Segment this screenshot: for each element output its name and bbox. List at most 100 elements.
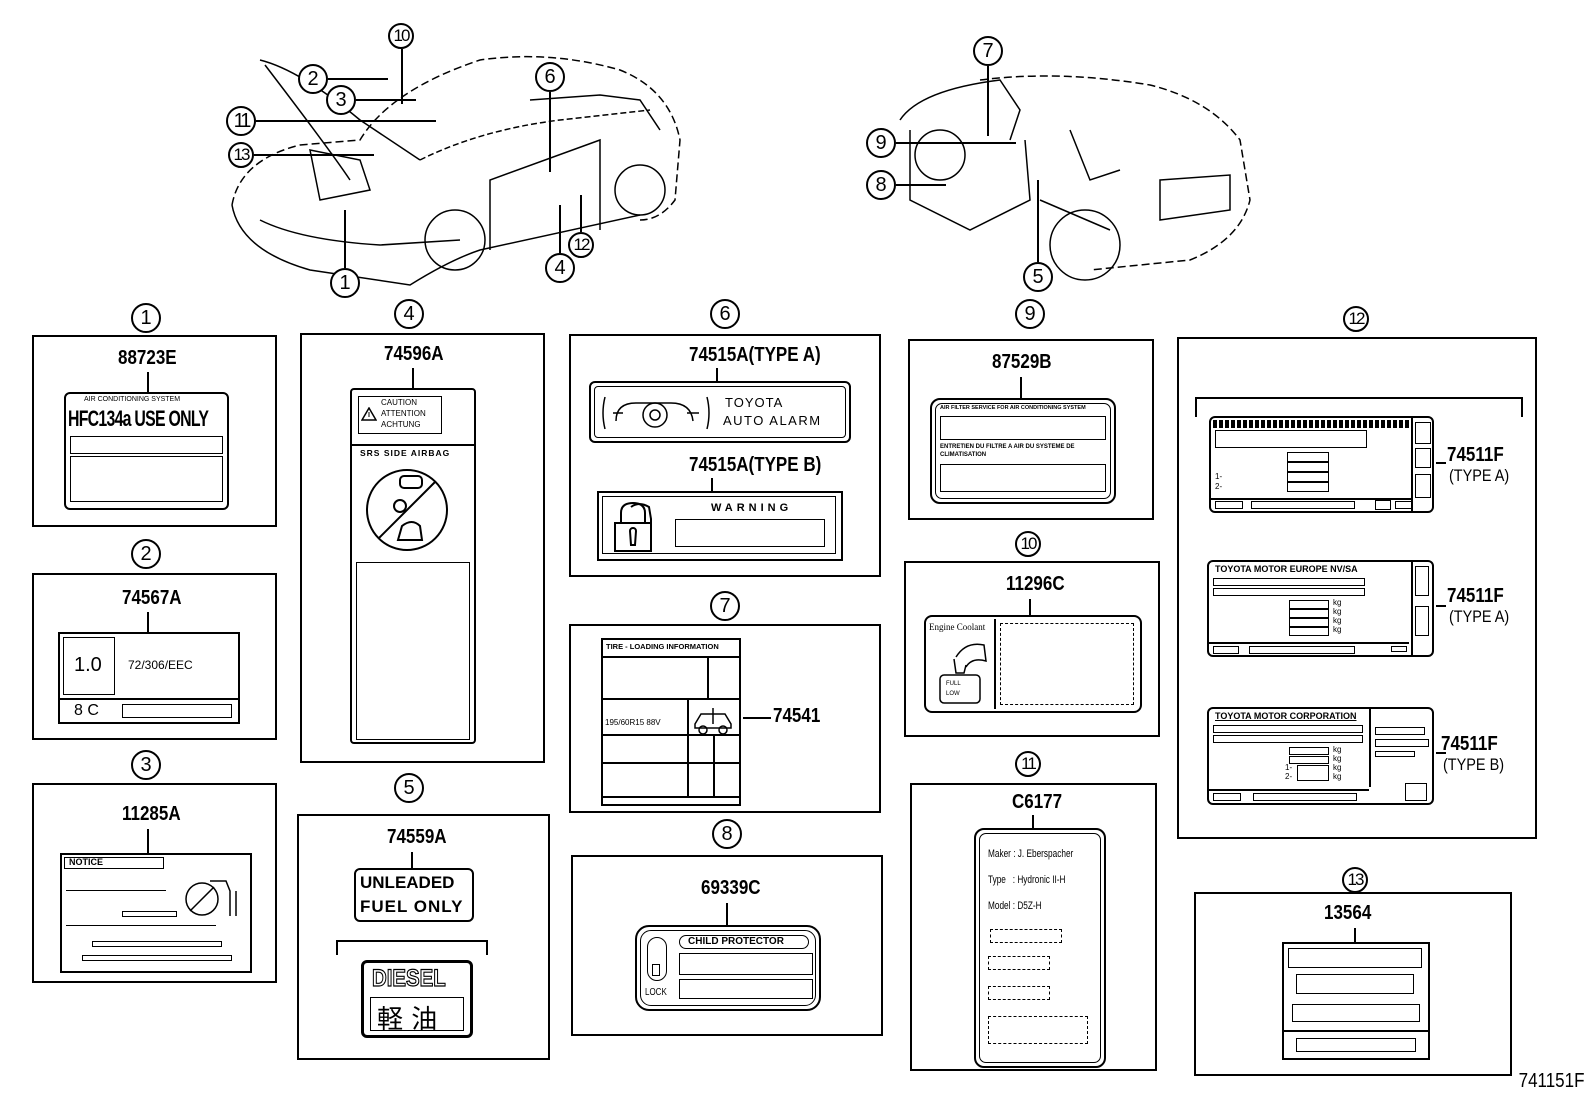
alarm-inner: TOYOTA AUTO ALARM [594, 386, 846, 438]
unit-label: kg [1333, 625, 1342, 634]
label-side-field [1415, 422, 1431, 444]
warning-text-field [675, 519, 825, 547]
variant-bracket-right [1521, 397, 1523, 417]
ac-label-header: AIR CONDITIONING SYSTEM [84, 396, 181, 403]
label-footer-line [1209, 642, 1409, 644]
unit-label: kg [1333, 616, 1342, 625]
engine-label [1282, 942, 1430, 1060]
panel-11: C6177 Maker : J. Eberspacher Type : Hydr… [910, 783, 1157, 1071]
callout-2: 2 [298, 64, 328, 94]
heater-label: Maker : J. Eberspacher Type : Hydronic I… [974, 828, 1106, 1068]
tire-col-line [687, 698, 689, 796]
child-protector-field-1 [679, 953, 813, 975]
air-filter-french: ENTRETIEN DU FILTRE A AIR DU SYSTEME DE … [940, 444, 1075, 458]
coolant-label: Engine Coolant FULL LOW [924, 615, 1142, 713]
label-field [1213, 735, 1363, 743]
part-type-3: (TYPE B) [1443, 755, 1505, 774]
air-filter-inner: AIR FILTER SERVICE FOR AIR CONDITIONING … [935, 403, 1111, 499]
variant-bracket-top [1195, 397, 1521, 399]
label-side-field [1415, 606, 1429, 636]
coolant-pour-icon [939, 643, 987, 704]
callout-3: 3 [326, 85, 356, 115]
leader-line [1436, 752, 1446, 754]
notice-text-block [122, 911, 177, 917]
callout-10: 10 [388, 23, 414, 49]
label-side-field [1415, 448, 1431, 468]
label-footer-field [1395, 501, 1413, 509]
label-field [1215, 430, 1367, 448]
panel-6-index: 6 [710, 299, 740, 329]
weight-field [1289, 756, 1329, 764]
callout-1: 1 [330, 268, 360, 298]
unit-label: kg [1333, 598, 1342, 607]
lock-switch-icon [647, 937, 667, 981]
notice-header: NOTICE [69, 857, 104, 867]
part-number: 11296C [1006, 573, 1065, 595]
front-car-illustration [231, 55, 681, 286]
engine-label-field [1288, 948, 1422, 968]
notice-header-box: NOTICE [64, 857, 164, 869]
callout-4-leader [559, 205, 561, 253]
label-footer-line [1209, 789, 1369, 791]
label-side-field [1375, 727, 1425, 735]
part-number-1: 74511F [1447, 444, 1504, 466]
panel-5-index: 5 [394, 773, 424, 803]
panel-5: 74559A UNLEADED FUEL ONLY DIESEL 軽 油 [297, 814, 550, 1060]
coolant-full: FULL [946, 681, 961, 687]
part-number-type-a: 74515A(TYPE A) [689, 344, 821, 366]
leader-line [716, 368, 718, 382]
label-field [1213, 578, 1365, 586]
panel-7: TIRE - LOADING INFORMATION 195/60R15 88V… [569, 624, 881, 813]
alt-bracket-left [336, 940, 338, 955]
callout-3-leader [356, 99, 416, 101]
panel-1-index: 1 [131, 303, 161, 333]
callout-13-leader [254, 154, 374, 156]
callout-11-leader [256, 120, 436, 122]
weight-field [1287, 482, 1329, 492]
tire-label: TIRE - LOADING INFORMATION 195/60R15 88V [601, 638, 741, 806]
alt-bracket-right [486, 940, 488, 955]
part-number-2: 74511F [1447, 585, 1504, 607]
car-load-icon [694, 708, 732, 735]
tire-col-line [707, 656, 709, 698]
lock-text: LOCK [645, 987, 667, 998]
label-header: TOYOTA MOTOR CORPORATION [1215, 711, 1357, 721]
srs-title: SRS SIDE AIRBAG [360, 448, 451, 458]
callout-7-leader [987, 66, 989, 136]
leader-line [1354, 928, 1356, 944]
part-number: 13564 [1324, 902, 1372, 924]
leader-line [411, 852, 413, 869]
unit-label: kg [1333, 607, 1342, 616]
part-number: 88723E [118, 347, 177, 369]
coolant-header: Engine Coolant [929, 622, 986, 632]
engine-label-field [1296, 974, 1414, 994]
weight-field [1289, 618, 1329, 627]
part-number: 11285A [122, 803, 181, 825]
ac-label-row-2 [70, 456, 223, 502]
part-number: 87529B [992, 351, 1052, 373]
unleaded-label: UNLEADED FUEL ONLY [354, 868, 474, 922]
panel-3: 11285A NOTICE [32, 783, 277, 983]
panel-9: 87529B AIR FILTER SERVICE FOR AIR CONDIT… [908, 339, 1154, 520]
part-type-1: (TYPE A) [1449, 466, 1510, 485]
diesel-line-1: DIESEL [371, 964, 446, 992]
eu-label-type-b: TOYOTA MOTOR CORPORATION kg kg kg kg 1- … [1207, 707, 1434, 805]
label-footer-field [1391, 646, 1407, 652]
label-side-line [1411, 562, 1413, 657]
unleaded-line-1: UNLEADED [360, 873, 455, 892]
heater-maker: Maker : J. Eberspacher [988, 848, 1074, 860]
callout-8-leader [896, 184, 946, 186]
weight-field [1287, 472, 1329, 482]
heater-type: Type : Hydronic II-H [988, 874, 1066, 886]
unleaded-line-2: FUEL ONLY [360, 897, 464, 916]
part-number: C6177 [1012, 791, 1063, 813]
warning-inner: WARNING [602, 496, 836, 554]
row-label-2: 2- [1215, 482, 1223, 491]
leader-line [412, 368, 414, 390]
caution-text-1: CAUTION [381, 398, 417, 407]
tire-size: 195/60R15 88V [605, 718, 661, 727]
air-filter-field-1 [940, 416, 1106, 440]
warning-label-type-b: WARNING [597, 491, 843, 561]
weight-field [1289, 747, 1329, 755]
row-label-2: 2- [1285, 772, 1293, 781]
